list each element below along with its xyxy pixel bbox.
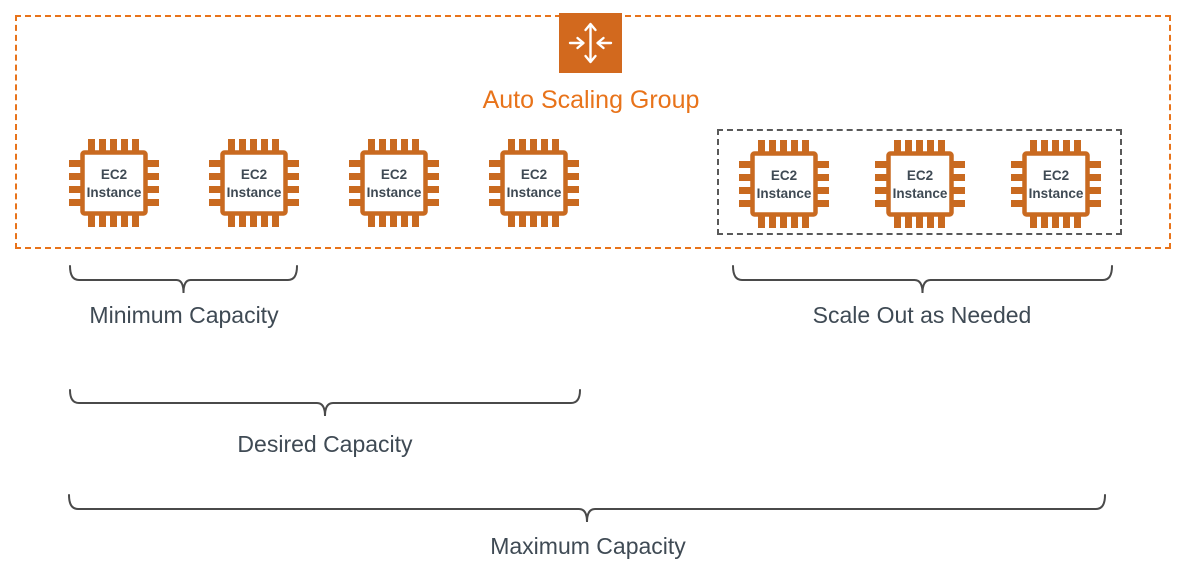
ec2-instance-label-line2: Instance: [367, 185, 422, 200]
desired-capacity-label: Desired Capacity: [237, 431, 413, 457]
ec2-instance-icon: EC2 Instance: [875, 140, 965, 228]
ec2-instance-icon: EC2 Instance: [489, 139, 579, 227]
ec2-instance-icon: EC2 Instance: [349, 139, 439, 227]
scale-out-brace: [732, 265, 1113, 294]
ec2-instance-label-line1: EC2: [907, 168, 933, 183]
desired-capacity-brace: [69, 389, 581, 417]
chip-pins: [209, 139, 299, 227]
ec2-instance-icon: EC2 Instance: [1011, 140, 1101, 228]
chip-body: [1022, 151, 1090, 217]
chip-pins: [875, 140, 965, 228]
ec2-instance-label-line1: EC2: [1043, 168, 1069, 183]
auto-scaling-group-title: Auto Scaling Group: [482, 86, 700, 114]
ec2-instance-label-line2: Instance: [507, 185, 562, 200]
ec2-instance-label-line1: EC2: [521, 167, 547, 182]
ec2-instance-label-line2: Instance: [757, 186, 812, 201]
scaling-arrows-icon: [568, 22, 613, 64]
scale-out-box: EC2 Instance EC2 Instance: [717, 129, 1122, 235]
chip-pins: [1011, 140, 1101, 228]
minimum-capacity-label: Minimum Capacity: [89, 302, 279, 328]
chip-body: [500, 150, 568, 216]
ec2-instance-label-line1: EC2: [381, 167, 407, 182]
ec2-instance-label-line1: EC2: [771, 168, 797, 183]
chip-body: [220, 150, 288, 216]
main-instance-row: EC2 Instance EC2 Instance: [67, 139, 581, 227]
maximum-capacity-label: Maximum Capacity: [490, 533, 686, 559]
chip-body: [360, 150, 428, 216]
minimum-capacity-brace: [69, 265, 298, 294]
auto-scaling-icon: [559, 13, 622, 73]
ec2-instance-label-line1: EC2: [241, 167, 267, 182]
chip-body: [886, 151, 954, 217]
chip-pins: [69, 139, 159, 227]
ec2-instance-label-line2: Instance: [1029, 186, 1084, 201]
ec2-instance-label-line2: Instance: [87, 185, 142, 200]
chip-body: [750, 151, 818, 217]
chip-pins: [489, 139, 579, 227]
chip-pins: [739, 140, 829, 228]
scale-out-label: Scale Out as Needed: [812, 302, 1032, 328]
ec2-instance-icon: EC2 Instance: [69, 139, 159, 227]
ec2-instance-label-line2: Instance: [893, 186, 948, 201]
ec2-instance-label-line1: EC2: [101, 167, 127, 182]
ec2-instance-label-line2: Instance: [227, 185, 282, 200]
chip-body: [80, 150, 148, 216]
ec2-instance-icon: EC2 Instance: [739, 140, 829, 228]
ec2-instance-icon: EC2 Instance: [209, 139, 299, 227]
chip-pins: [349, 139, 439, 227]
maximum-capacity-brace: [68, 494, 1106, 523]
